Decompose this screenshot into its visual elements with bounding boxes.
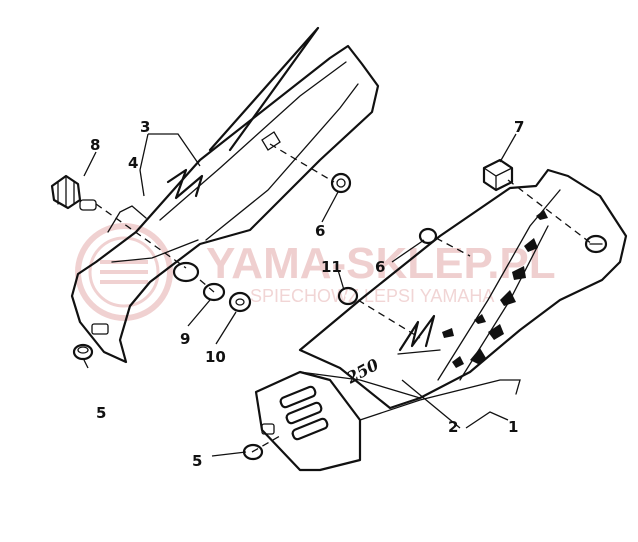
label-part-5-right: 5 bbox=[192, 452, 202, 470]
leader-lines bbox=[83, 133, 517, 457]
label-part-8: 8 bbox=[90, 136, 100, 154]
part-8-bolt bbox=[50, 174, 97, 211]
watermark-logo bbox=[75, 223, 173, 321]
assembly-lines bbox=[95, 143, 593, 453]
part-labels: 8 3 4 5 6 9 10 7 6 11 2 1 5 bbox=[90, 118, 524, 470]
right-side-cover: 250 bbox=[254, 168, 628, 472]
label-part-5-left: 5 bbox=[96, 404, 106, 422]
part-5-grommet-left bbox=[72, 343, 94, 361]
vent-slots bbox=[279, 385, 329, 441]
label-part-6-right: 6 bbox=[375, 258, 385, 276]
label-part-9: 9 bbox=[180, 330, 190, 348]
left-side-cover bbox=[70, 26, 380, 364]
watermark-tagline: SPIECHOWZ LEPSI YAMAHA bbox=[250, 286, 494, 306]
watermark-brand: YAMA-SKLEP.PL bbox=[206, 239, 556, 288]
cover-graphic-pattern bbox=[442, 210, 548, 368]
watermark: YAMA-SKLEP.PL SPIECHOWZ LEPSI YAMAHA bbox=[75, 223, 556, 321]
label-part-1: 1 bbox=[508, 418, 518, 436]
label-part-7: 7 bbox=[514, 118, 524, 136]
part-6-grommet-left bbox=[330, 172, 352, 194]
part-11-grommet bbox=[337, 286, 359, 306]
part-5-grommet-right bbox=[242, 423, 275, 461]
part-6-grommet-right bbox=[418, 227, 438, 245]
cover-badge-250: 250 bbox=[343, 355, 382, 388]
part-7-damper bbox=[482, 158, 514, 192]
label-part-3: 3 bbox=[140, 118, 150, 136]
label-part-10: 10 bbox=[205, 348, 226, 366]
label-part-11: 11 bbox=[321, 258, 342, 276]
label-part-4: 4 bbox=[128, 154, 138, 172]
label-part-2: 2 bbox=[448, 418, 458, 436]
label-part-6-left: 6 bbox=[315, 222, 325, 240]
part-10-washer bbox=[228, 291, 252, 313]
